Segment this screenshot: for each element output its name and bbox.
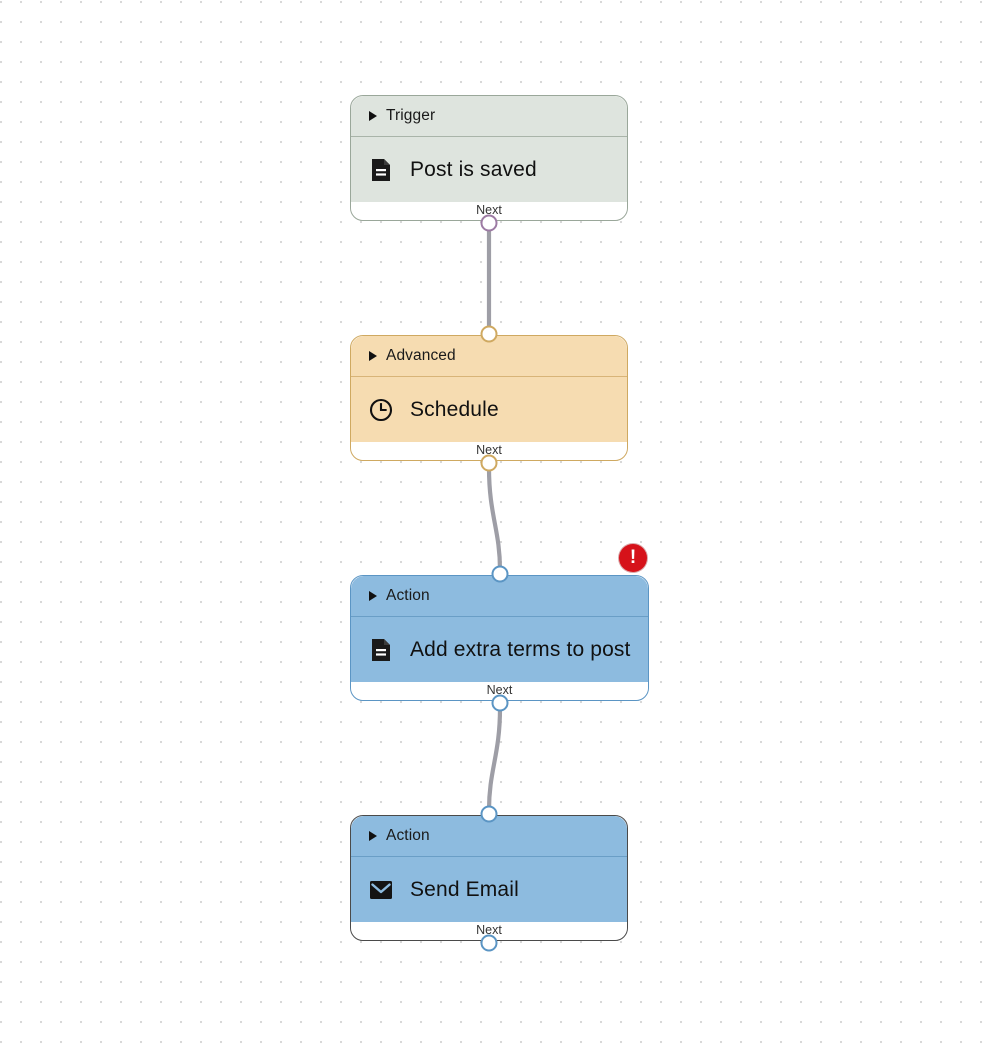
node-footer-next[interactable]: Next bbox=[351, 922, 627, 940]
node-header[interactable]: Trigger bbox=[351, 96, 627, 136]
disclosure-triangle-icon[interactable] bbox=[369, 351, 377, 361]
next-label: Next bbox=[476, 923, 502, 937]
connector-port-input[interactable] bbox=[491, 565, 509, 583]
node-divider bbox=[351, 376, 627, 377]
disclosure-triangle-icon[interactable] bbox=[369, 831, 377, 841]
document-icon bbox=[369, 158, 393, 182]
next-label: Next bbox=[476, 203, 502, 217]
node-divider bbox=[351, 136, 627, 137]
node-advanced-schedule[interactable]: Advanced Schedule Next bbox=[350, 335, 628, 461]
node-category-label: Trigger bbox=[386, 107, 436, 124]
disclosure-triangle-icon[interactable] bbox=[369, 111, 377, 121]
next-label: Next bbox=[486, 683, 513, 697]
node-body[interactable]: Add extra terms to post bbox=[351, 617, 648, 682]
error-badge[interactable]: ! bbox=[619, 544, 647, 572]
node-footer-next[interactable]: Next bbox=[351, 442, 627, 460]
connector-port-output[interactable] bbox=[491, 694, 509, 712]
clock-icon bbox=[369, 398, 393, 422]
connector-port-output[interactable] bbox=[480, 214, 498, 232]
node-category-label: Action bbox=[386, 587, 430, 604]
node-title: Add extra terms to post bbox=[410, 637, 631, 661]
node-footer-next[interactable]: Next bbox=[351, 682, 648, 700]
node-category-label: Advanced bbox=[386, 347, 456, 364]
node-body[interactable]: Post is saved bbox=[351, 137, 627, 202]
node-body[interactable]: Schedule bbox=[351, 377, 627, 442]
error-exclamation-icon: ! bbox=[629, 546, 637, 568]
node-title: Send Email bbox=[410, 877, 519, 901]
node-title: Post is saved bbox=[410, 157, 537, 181]
document-icon bbox=[369, 638, 393, 662]
node-action-add-extra-terms[interactable]: Action Add extra terms to post Next bbox=[350, 575, 649, 701]
connector-port-input[interactable] bbox=[480, 805, 498, 823]
node-body[interactable]: Send Email bbox=[351, 857, 627, 922]
node-trigger-post-is-saved[interactable]: Trigger Post is saved Next bbox=[350, 95, 628, 221]
node-divider bbox=[351, 616, 648, 617]
node-action-send-email[interactable]: Action Send Email Next bbox=[350, 815, 628, 941]
node-title: Schedule bbox=[410, 397, 499, 421]
connector-edge[interactable] bbox=[486, 705, 503, 813]
connector-port-output[interactable] bbox=[480, 454, 498, 472]
node-footer-next[interactable]: Next bbox=[351, 202, 627, 220]
connector-edge[interactable] bbox=[486, 465, 503, 573]
node-category-label: Action bbox=[386, 827, 430, 844]
disclosure-triangle-icon[interactable] bbox=[369, 591, 377, 601]
node-header[interactable]: Action bbox=[351, 576, 648, 616]
connector-port-output[interactable] bbox=[480, 934, 498, 952]
next-label: Next bbox=[476, 443, 502, 457]
node-divider bbox=[351, 856, 627, 857]
node-header[interactable]: Action bbox=[351, 816, 627, 856]
connector-port-input[interactable] bbox=[480, 325, 498, 343]
envelope-icon bbox=[369, 878, 393, 902]
node-header[interactable]: Advanced bbox=[351, 336, 627, 376]
